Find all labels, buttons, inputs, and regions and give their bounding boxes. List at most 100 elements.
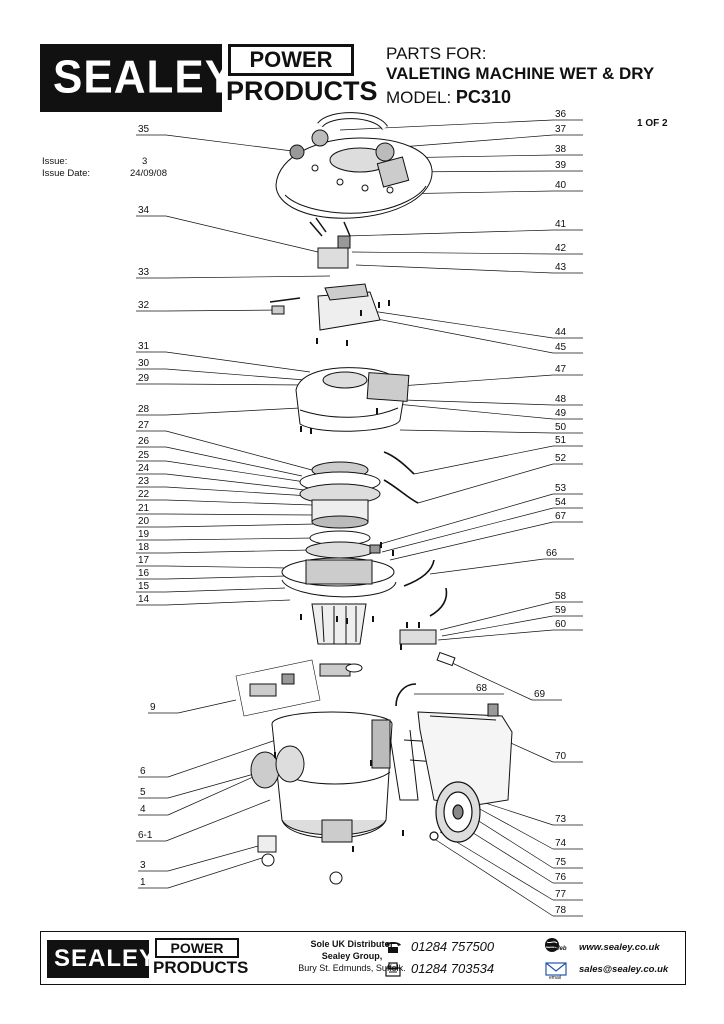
- leader-line: [345, 229, 554, 237]
- leader-line: [395, 403, 554, 420]
- callout-number: 74: [555, 838, 567, 849]
- fax-number: 01284 703534: [411, 961, 495, 976]
- callout-number: 43: [555, 262, 567, 273]
- leader-line: [165, 799, 271, 842]
- leader-line: [441, 615, 554, 637]
- callout-number: 31: [138, 341, 150, 352]
- issue-date-value: 24/09/08: [130, 168, 167, 179]
- leader-line: [413, 445, 554, 475]
- leader-line: [165, 275, 331, 279]
- screw: [406, 622, 408, 628]
- screw: [370, 760, 372, 766]
- page-indicator: 1 OF 2: [637, 118, 668, 129]
- leader-line: [165, 587, 286, 593]
- callout-number: 9: [150, 702, 156, 713]
- callout-number: 32: [138, 300, 150, 311]
- leader-line: [355, 264, 554, 274]
- model-label: MODEL:: [386, 88, 452, 107]
- website-link[interactable]: www.sealey.co.uk: [579, 942, 660, 953]
- callout-number: 38: [555, 144, 567, 155]
- distributor-line1: Sole UK Distributor: [310, 939, 394, 949]
- leader-line: [473, 817, 554, 869]
- distributor-line2: Sealey Group,: [321, 951, 383, 961]
- callout-number: 17: [138, 555, 150, 566]
- screw: [392, 550, 394, 556]
- callout-number: 36: [555, 109, 567, 120]
- screw: [346, 340, 348, 346]
- model-number: PC310: [455, 87, 511, 107]
- callout-number: 69: [534, 689, 546, 700]
- screw: [300, 426, 302, 432]
- callout-number: 30: [138, 358, 150, 369]
- leader-line: [503, 739, 554, 763]
- leader-line: [165, 486, 311, 497]
- leader-line: [429, 558, 545, 575]
- callout-number: 41: [555, 219, 567, 230]
- screw: [352, 846, 354, 852]
- leader-line: [477, 807, 554, 850]
- callout-number: 4: [140, 804, 146, 815]
- footer-products-logo-text: PRODUCTS: [153, 958, 249, 977]
- leader-line: [165, 549, 311, 554]
- distributor-line3: Bury St. Edmunds, Suffolk.: [298, 963, 406, 973]
- callout-number: 73: [555, 814, 567, 825]
- callout-number: 54: [555, 497, 567, 508]
- sealey-logo-text: SEALEY: [53, 51, 236, 104]
- top-housing: [295, 367, 410, 432]
- phone-icon: [385, 942, 401, 953]
- callout-number: 68: [476, 683, 488, 694]
- leader-line: [165, 513, 315, 516]
- screw: [310, 428, 312, 434]
- fax-icon: [385, 962, 401, 977]
- callout-number: 70: [555, 751, 567, 762]
- screw: [274, 752, 276, 758]
- leader-line: [371, 317, 554, 354]
- callout-number: 22: [138, 489, 150, 500]
- callout-number: 49: [555, 408, 567, 419]
- leader-line: [165, 383, 306, 386]
- screw: [360, 310, 362, 316]
- leader-line: [381, 507, 554, 553]
- email-icon-label: email: [549, 975, 561, 981]
- leader-line: [165, 351, 311, 373]
- leader-line: [165, 575, 287, 580]
- screw: [402, 830, 404, 836]
- leader-line: [389, 521, 554, 561]
- callout-number: 35: [138, 124, 150, 135]
- email-link[interactable]: sales@sealey.co.uk: [579, 964, 669, 975]
- callout-number: 28: [138, 404, 150, 415]
- callout-number: 23: [138, 476, 150, 487]
- web-icon-label: Web: [554, 946, 567, 952]
- callout-number: 45: [555, 342, 567, 353]
- leader-line: [417, 463, 554, 504]
- leader-line: [165, 460, 306, 483]
- drum-tank: [250, 711, 393, 885]
- leader-lines: [136, 119, 583, 917]
- model-line: MODEL: PC310: [386, 87, 511, 108]
- pump-fittings: [369, 544, 456, 667]
- issue-value: 3: [142, 156, 148, 167]
- sealey-logo-box: SEALEY: [40, 44, 234, 112]
- callout-number: 14: [138, 594, 150, 605]
- leader-line: [439, 831, 554, 901]
- leader-line: [435, 839, 554, 917]
- leader-line: [449, 661, 533, 701]
- callout-number: 18: [138, 542, 150, 553]
- callout-number: 59: [555, 605, 567, 616]
- leader-line: [364, 309, 554, 339]
- callout-number: 24: [138, 463, 150, 474]
- callout-number: 21: [138, 503, 150, 514]
- leader-line: [339, 119, 554, 131]
- callout-number: 37: [555, 124, 567, 135]
- callout-number: 44: [555, 327, 567, 338]
- leader-line: [165, 537, 315, 541]
- callout-number: 42: [555, 243, 567, 254]
- leader-line: [165, 499, 313, 506]
- leader-line: [177, 699, 237, 714]
- issue-label: Issue:: [42, 156, 68, 167]
- callout-number: 77: [555, 889, 567, 900]
- callout-number: 25: [138, 450, 150, 461]
- leader-line: [165, 430, 313, 471]
- callout-number: 20: [138, 516, 150, 527]
- wheel: [429, 781, 481, 843]
